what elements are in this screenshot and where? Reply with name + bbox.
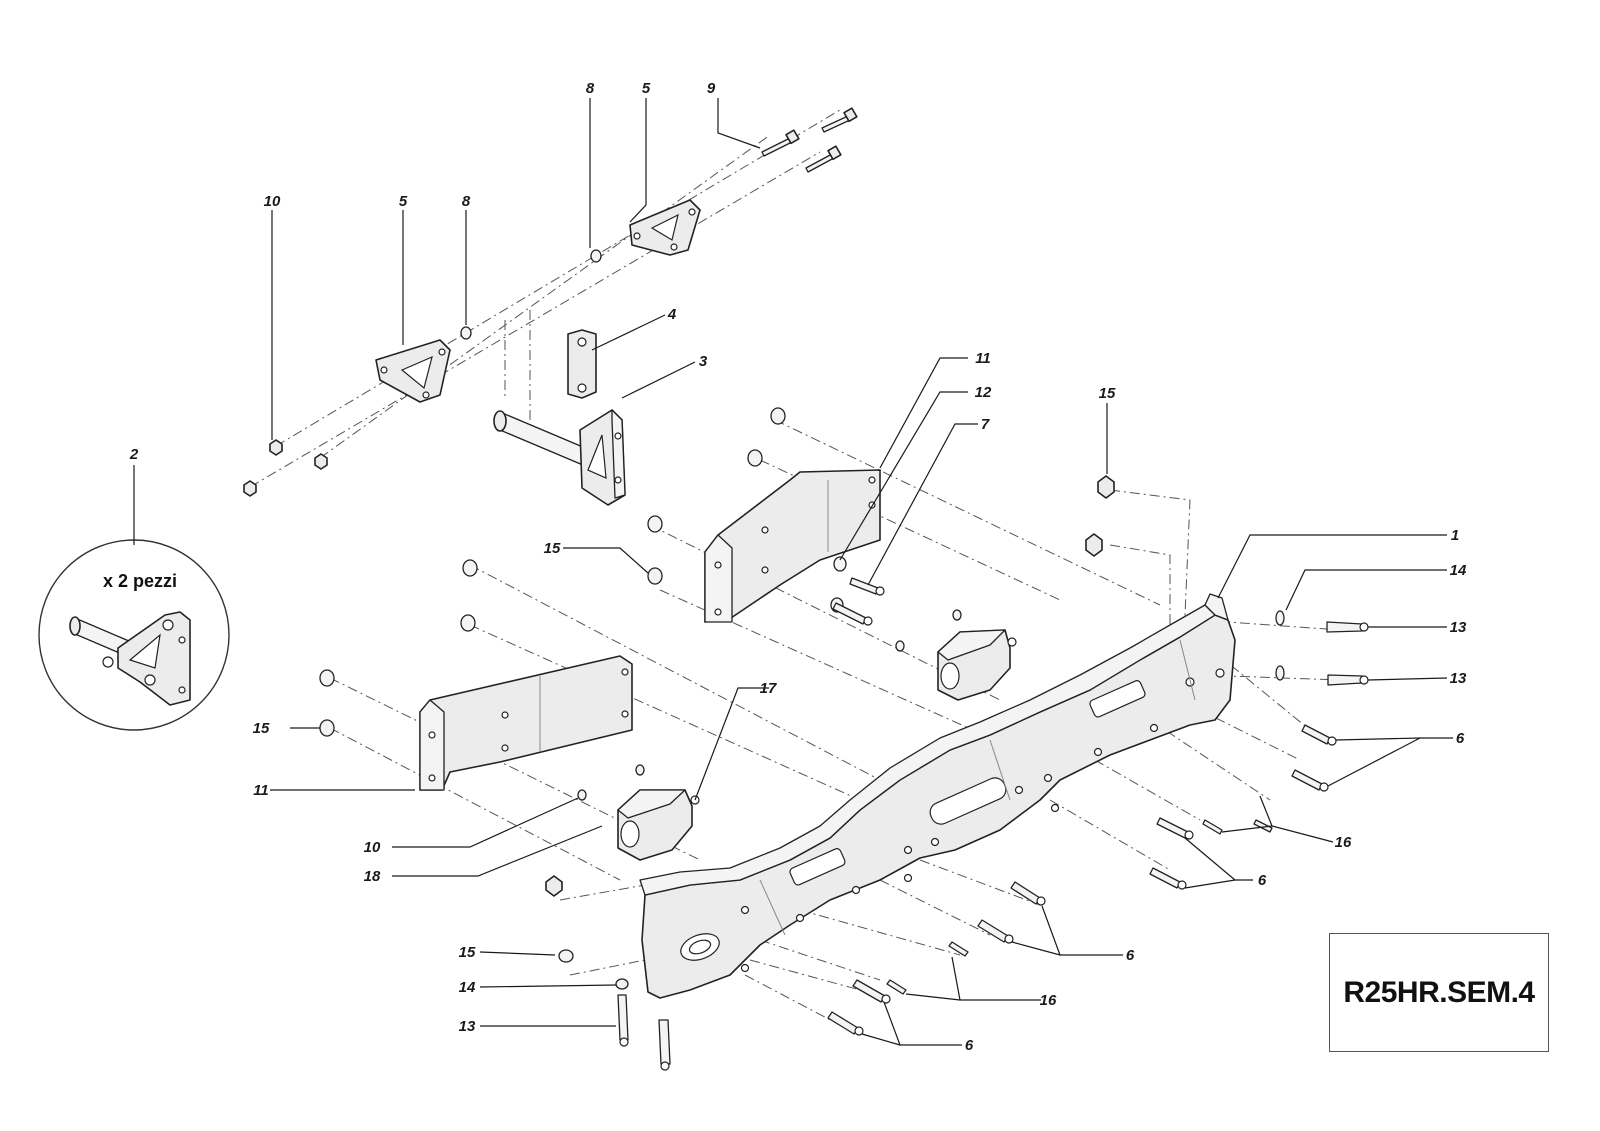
label-part-3: 3 — [699, 353, 708, 370]
label-part-10: 10 — [264, 193, 281, 210]
bolts-assorted — [617, 577, 1369, 1071]
label-part-1: 1 — [1451, 527, 1459, 544]
leader-lines — [133, 98, 1453, 1046]
rubber-block-upper — [937, 629, 1017, 701]
nuts-and-washers — [243, 249, 1285, 990]
callout-circle — [38, 539, 230, 731]
label-part-15: 15 — [253, 720, 270, 737]
label-part-11: 11 — [253, 782, 269, 799]
label-part-15: 15 — [459, 944, 476, 961]
bracket-plate-left — [419, 655, 633, 791]
label-part-6: 6 — [965, 1037, 974, 1054]
label-part-13: 13 — [459, 1018, 476, 1035]
drawing-reference-box: R25HR.SEM.4 — [1329, 933, 1549, 1052]
bumper-beam — [639, 593, 1236, 999]
label-part-2: 2 — [129, 446, 139, 463]
label-part-15: 15 — [1099, 385, 1116, 402]
label-part-6: 6 — [1126, 947, 1135, 964]
label-part-5: 5 — [399, 193, 408, 210]
triangle-bracket-lower — [375, 339, 451, 403]
rubber-block-lower — [617, 789, 700, 861]
label-part-18: 18 — [364, 868, 381, 885]
label-part-14: 14 — [459, 979, 476, 996]
label-part-16: 16 — [1335, 834, 1352, 851]
pin-bracket-assembly — [493, 409, 626, 506]
label-part-7: 7 — [981, 416, 990, 433]
spacer-link — [567, 329, 597, 399]
bracket-plate-upper — [704, 469, 881, 623]
callout-caption: x 2 pezzi — [103, 571, 177, 591]
triangle-bracket-upper — [629, 199, 701, 256]
label-part-8: 8 — [586, 80, 595, 97]
label-part-8: 8 — [462, 193, 471, 210]
label-part-6: 6 — [1258, 872, 1267, 889]
label-part-14: 14 — [1450, 562, 1467, 579]
label-part-11: 11 — [975, 350, 991, 367]
label-part-13: 13 — [1450, 619, 1467, 636]
label-part-12: 12 — [975, 384, 992, 401]
bolts-9 — [761, 107, 858, 173]
label-part-17: 17 — [760, 680, 777, 697]
label-part-9: 9 — [707, 80, 716, 97]
label-part-16: 16 — [1040, 992, 1057, 1009]
label-part-6: 6 — [1456, 730, 1465, 747]
label-part-5: 5 — [642, 80, 651, 97]
callout-pin-bracket — [69, 611, 191, 706]
callout-detail: x 2 pezzi — [38, 539, 230, 731]
label-part-13: 13 — [1450, 670, 1467, 687]
part-number-labels: 8 5 9 10 5 8 4 3 2 11 12 7 15 15 1 14 13… — [129, 80, 1467, 1054]
label-part-10: 10 — [364, 839, 381, 856]
label-part-15: 15 — [544, 540, 561, 557]
label-part-4: 4 — [667, 306, 677, 323]
drawing-reference-code: R25HR.SEM.4 — [1343, 975, 1535, 1009]
